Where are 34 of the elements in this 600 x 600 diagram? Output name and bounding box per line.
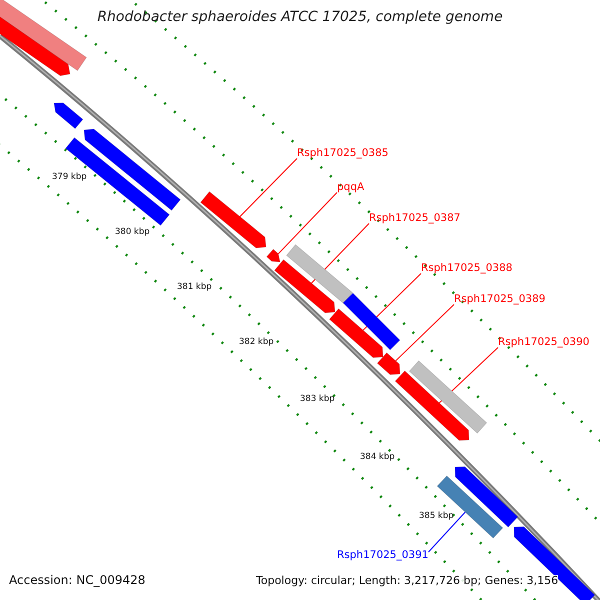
scale-label: 382 kbp (239, 338, 274, 348)
chart-title: Rhodobacter sphaeroides ATCC 17025, complete genome (97, 9, 503, 25)
gene-feature (342, 292, 400, 350)
gene-feature (328, 308, 384, 358)
accession-text: Accession: NC_009428 (9, 574, 146, 588)
scale-label: 380 kbp (115, 228, 150, 238)
leader-line (239, 158, 298, 218)
gene-label: Rsph17025_0385 (297, 148, 388, 160)
gene-feature (200, 191, 266, 248)
gene-label: Rsph17025_0389 (454, 294, 546, 306)
gene-label: Rsph17025_0391 (337, 550, 428, 562)
genome-info-text: Topology: circular; Length: 3,217,726 bp; Genes: 3,156 (256, 575, 558, 588)
gene-label: pqqA (337, 182, 364, 194)
leader-line (395, 304, 454, 362)
gene-label: Rsph17025_0388 (421, 263, 512, 275)
scale-label: 379 kbp (52, 173, 87, 182)
scale-label: 384 kbp (360, 453, 395, 462)
leader-line (428, 512, 466, 552)
gene-label: Rsph17025_0390 (498, 337, 590, 349)
gene-feature (286, 244, 353, 304)
scale-label: 383 kbp (300, 395, 335, 404)
gene-feature (454, 466, 518, 528)
gene-feature (394, 370, 470, 441)
gene-feature (0, 0, 87, 72)
gene-feature (408, 360, 488, 434)
scale-label: 385 kbp (419, 512, 454, 522)
gene-feature (436, 475, 504, 539)
gene-label: Rsph17025_0387 (369, 213, 460, 225)
gene-feature (0, 16, 70, 76)
gene-feature (266, 248, 280, 262)
leader-line (278, 192, 338, 254)
gene-feature (274, 259, 336, 314)
scale-label: 381 kbp (177, 283, 212, 292)
gene-feature (54, 102, 84, 130)
